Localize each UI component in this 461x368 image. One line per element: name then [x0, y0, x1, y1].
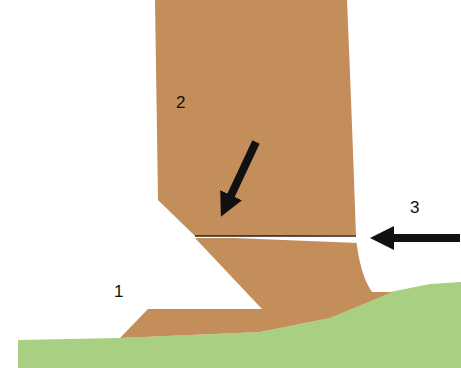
cut-arrow — [382, 234, 460, 242]
trunk-upper — [155, 0, 356, 236]
cut-arrow — [226, 142, 256, 206]
callout-number: 2 — [176, 94, 185, 111]
callout-number: 1 — [114, 283, 123, 300]
callout-number: 3 — [410, 199, 419, 216]
trunk-stump — [120, 238, 392, 338]
cut-line — [195, 235, 356, 237]
